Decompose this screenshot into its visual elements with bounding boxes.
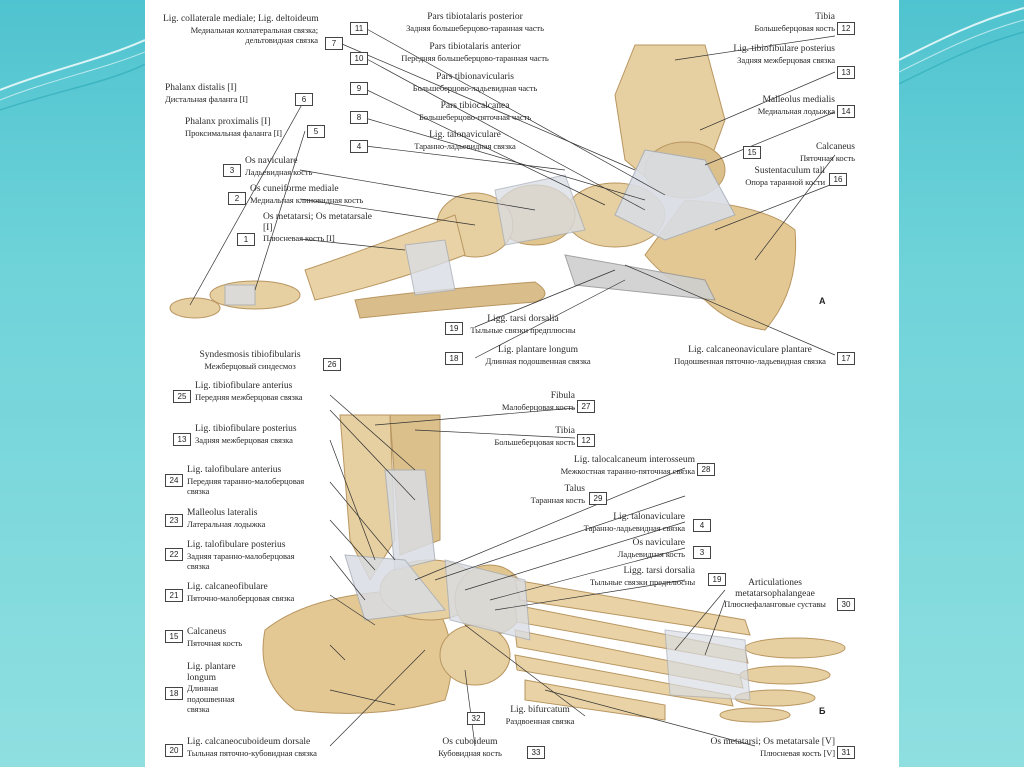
label-a-18: Lig. plantare longum Длинная подошвенная… bbox=[485, 345, 591, 366]
anatomy-figure-panel: Lig. collaterale mediale; Lig. deltoideu… bbox=[145, 0, 899, 767]
label-a-5: Phalanx proximalis [I] Проксимальная фал… bbox=[185, 117, 282, 138]
callout-number: 8 bbox=[350, 111, 368, 124]
callout-number: 15 bbox=[743, 146, 761, 159]
label-a-12: Tibia Большеберцовая кость bbox=[754, 12, 835, 33]
medial-foot-view bbox=[169, 44, 797, 331]
callout-number: 15 bbox=[165, 630, 183, 643]
callout-number: 28 bbox=[697, 463, 715, 476]
callout-number: 21 bbox=[165, 589, 183, 602]
label-b-18: Lig. plantare longum Длинная подошвенная… bbox=[187, 662, 236, 714]
leader-lines-b bbox=[329, 394, 756, 747]
label-a-3: Os naviculare Ладьевидная кость bbox=[245, 156, 313, 177]
callout-number: 26 bbox=[323, 358, 341, 371]
label-a-6: Phalanx distalis [I] Дистальная фаланга … bbox=[165, 83, 248, 104]
callout-number: 19 bbox=[708, 573, 726, 586]
callout-number: 11 bbox=[350, 22, 368, 35]
callout-number: 25 bbox=[173, 390, 191, 403]
callout-number: 30 bbox=[837, 598, 855, 611]
label-b-24: Lig. talofibulare anterius Передняя тара… bbox=[187, 465, 305, 496]
label-b-15: Calcaneus Пяточная кость bbox=[187, 627, 243, 648]
callout-number: 1 bbox=[237, 233, 255, 246]
label-b-28: Lig. talocalcaneum interosseum Межкостна… bbox=[560, 455, 696, 476]
label-b-4: Lig. talonaviculare Таранно-ладьевидная … bbox=[583, 512, 686, 533]
callout-number: 4 bbox=[350, 140, 368, 153]
label-a-10: Pars tibiotalaris anterior Передняя боль… bbox=[401, 42, 549, 63]
callout-number: 10 bbox=[350, 52, 368, 65]
label-b-22: Lig. talofibulare posterius Задняя таран… bbox=[187, 540, 295, 571]
label-b-20: Lig. calcaneocuboideum dorsale Тыльная п… bbox=[187, 737, 317, 758]
callout-number: 24 bbox=[165, 474, 183, 487]
leader-lines-a bbox=[189, 27, 836, 359]
callout-number: 6 bbox=[295, 93, 313, 106]
callout-number: 18 bbox=[445, 352, 463, 365]
right-background-decoration bbox=[899, 7, 1024, 85]
callout-number: 2 bbox=[228, 192, 246, 205]
callout-number: 32 bbox=[467, 712, 485, 725]
label-b-26: Syndesmosis tibiofibularis Межберцовый с… bbox=[199, 350, 301, 371]
left-background-decoration bbox=[0, 39, 145, 111]
label-a-17: Lig. calcaneonaviculare plantare Подошве… bbox=[674, 345, 826, 366]
callout-number: 27 bbox=[577, 400, 595, 413]
callout-number: 29 bbox=[589, 492, 607, 505]
callout-number: 12 bbox=[837, 22, 855, 35]
callout-number: 7 bbox=[325, 37, 343, 50]
fifth-metatarsal bbox=[524, 679, 666, 721]
label-a-1: Os metatarsi; Os metatarsale [I] Плюснев… bbox=[263, 212, 372, 243]
label-b-3: Os naviculare Ладьевидная кость bbox=[617, 538, 685, 559]
figure-a-letter: А bbox=[819, 296, 826, 306]
label-b-29: Talus Таранная кость bbox=[530, 484, 586, 505]
label-a-11: Pars tibiotalaris posterior Задняя больш… bbox=[406, 12, 544, 33]
label-b-30: Articulationes metatarsophalangeae Плюсн… bbox=[724, 578, 826, 609]
label-b-31: Os metatarsi; Os metatarsale [V] Плюснев… bbox=[710, 737, 835, 758]
label-b-25: Lig. tibiofibulare anterius Передняя меж… bbox=[195, 381, 303, 402]
callout-number: 4 bbox=[693, 519, 711, 532]
label-b-33: Os cuboideum Кубовидная кость bbox=[438, 737, 502, 758]
callout-number: 5 bbox=[307, 125, 325, 138]
label-a-4: Lig. talonaviculare Таранно-ладьевидная … bbox=[414, 130, 516, 151]
callout-number: 23 bbox=[165, 514, 183, 527]
callout-number: 9 bbox=[350, 82, 368, 95]
label-b-21: Lig. calcaneofibulare Пяточно-малоберцов… bbox=[187, 582, 295, 603]
callout-number: 17 bbox=[837, 352, 855, 365]
callout-number: 13 bbox=[173, 433, 191, 446]
label-a-19: Ligg. tarsi dorsalia Тыльные связки пред… bbox=[470, 314, 576, 335]
label-a-16: Sustentaculum tali Опора таранной кости bbox=[745, 166, 825, 187]
label-b-32: Lig. bifurcatum Раздвоенная связка bbox=[505, 705, 575, 726]
callout-number: 19 bbox=[445, 322, 463, 335]
label-b-12: Tibia Большеберцовая кость bbox=[494, 426, 575, 447]
callout-number: 20 bbox=[165, 744, 183, 757]
label-a-13: Lig. tibiofibulare posterius Задняя межб… bbox=[733, 44, 835, 65]
lateral-foot-view bbox=[262, 414, 846, 723]
foot-ligaments-illustration bbox=[169, 27, 846, 747]
callout-number: 33 bbox=[527, 746, 545, 759]
callout-number: 12 bbox=[577, 434, 595, 447]
label-a-8: Pars tibiocalcanea Большеберцово-пяточна… bbox=[418, 101, 532, 122]
label-b-27: Fibula Малоберцовая кость bbox=[501, 391, 575, 412]
label-a-7: Lig. collaterale mediale; Lig. deltoideu… bbox=[163, 14, 319, 45]
label-a-2: Os cuneiforme mediale Медиальная клинови… bbox=[250, 184, 364, 205]
callout-number: 3 bbox=[223, 164, 241, 177]
callout-number: 31 bbox=[837, 746, 855, 759]
label-a-9: Pars tibionavicularis Большеберцово-ладь… bbox=[412, 72, 538, 93]
label-a-15: Calcaneus Пяточная кость bbox=[799, 142, 855, 163]
callout-number: 18 bbox=[165, 687, 183, 700]
first-metatarsal bbox=[304, 214, 466, 301]
callout-number: 14 bbox=[837, 105, 855, 118]
distal-phalanx-i bbox=[169, 297, 221, 319]
callout-number: 22 bbox=[165, 548, 183, 561]
callout-number: 3 bbox=[693, 546, 711, 559]
figure-b-letter: Б bbox=[819, 706, 826, 716]
deltoid-ligament bbox=[614, 149, 736, 241]
long-plantare-ligament-a bbox=[564, 254, 716, 301]
label-a-14: Malleolus medialis Медиальная лодыжка bbox=[757, 95, 835, 116]
label-b-23: Malleolus lateralis Латеральная лодыжка bbox=[187, 508, 266, 529]
label-b-13: Lig. tibiofibulare posterius Задняя межб… bbox=[195, 424, 297, 445]
callout-number: 13 bbox=[837, 66, 855, 79]
calcaneus-b bbox=[262, 589, 453, 714]
callout-number: 16 bbox=[829, 173, 847, 186]
label-b-19: Ligg. tarsi dorsalia Тыльные связки пред… bbox=[589, 566, 695, 587]
